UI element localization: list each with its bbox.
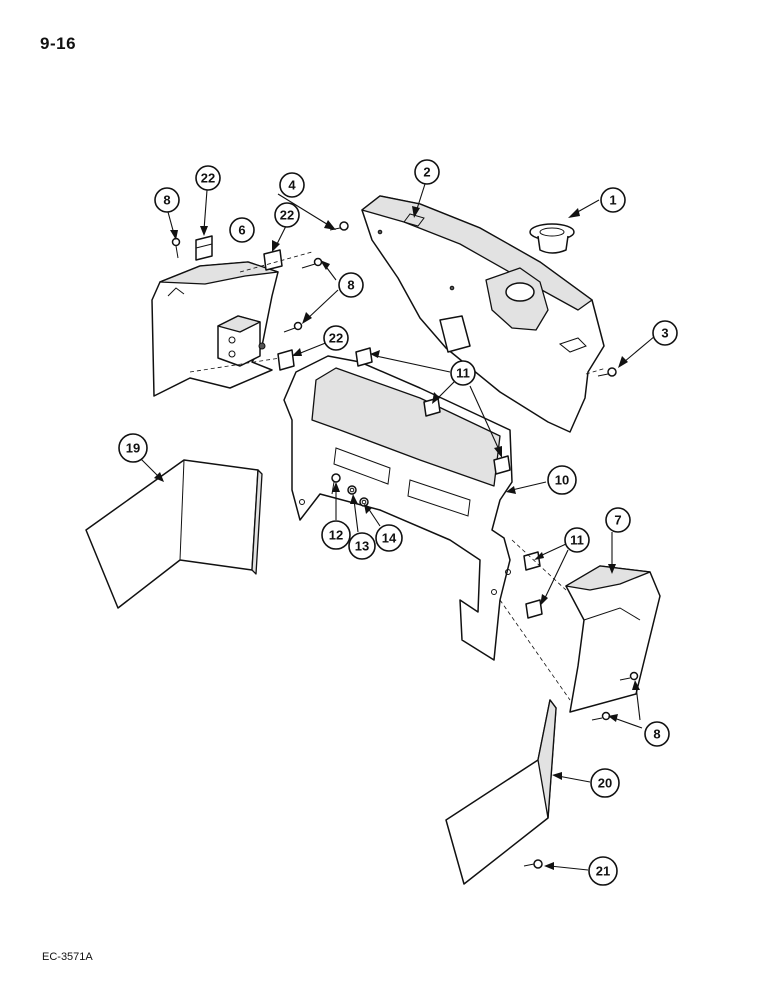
callout-label: 8 (163, 193, 170, 208)
part-dash-cover (361, 195, 605, 433)
page-number: 9-16 (40, 34, 77, 53)
part-panel-right-lower (445, 699, 557, 885)
callout-7: 7 (605, 507, 631, 533)
fasteners (171, 221, 639, 869)
callout-8-right: 8 (644, 721, 670, 747)
callout-6: 6 (229, 217, 255, 243)
part-grommet (529, 223, 575, 254)
callout-2: 2 (414, 159, 440, 185)
callout-14: 14 (375, 524, 403, 552)
callout-label: 14 (382, 531, 397, 546)
callout-20: 20 (590, 768, 620, 798)
callout-label: 8 (653, 727, 660, 742)
callout-22-upper-middle: 22 (274, 202, 300, 228)
callout-label: 22 (280, 208, 294, 223)
callout-label: 10 (555, 473, 569, 488)
callout-1: 1 (600, 187, 626, 213)
part-center-panel (283, 355, 513, 661)
callout-3: 3 (652, 320, 678, 346)
callout-13: 13 (348, 532, 376, 560)
part-shroud-right (565, 565, 661, 713)
callout-label: 12 (329, 528, 343, 543)
callout-8-middle: 8 (338, 272, 364, 298)
leader-lines (139, 183, 656, 871)
callout-label: 4 (288, 178, 296, 193)
callout-19: 19 (118, 433, 148, 463)
callout-label: 2 (423, 165, 430, 180)
callout-label: 1 (609, 193, 616, 208)
callout-label: 22 (201, 171, 215, 186)
alignment-lines (189, 251, 607, 701)
callout-11-upper: 11 (450, 360, 476, 386)
callout-22-left: 22 (195, 165, 221, 191)
callout-label: 19 (126, 441, 140, 456)
callout-label: 11 (570, 533, 584, 548)
callouts: 1 2 3 4 6 7 8 8 8 10 11 11 12 13 14 19 2… (118, 159, 678, 886)
callout-12: 12 (321, 520, 351, 550)
callout-label: 6 (238, 223, 245, 238)
callout-label: 7 (614, 513, 621, 528)
figure-code: EC-3571A (42, 951, 93, 963)
callout-8-left: 8 (154, 187, 180, 213)
part-panel-left (85, 459, 263, 609)
part-shroud-left (151, 261, 279, 397)
callout-11-lower: 11 (564, 527, 590, 553)
callout-label: 3 (661, 326, 668, 341)
callout-label: 22 (329, 331, 343, 346)
callout-4: 4 (279, 172, 305, 198)
callout-label: 21 (596, 864, 610, 879)
callout-label: 13 (355, 539, 369, 554)
callout-label: 8 (347, 278, 354, 293)
callout-label: 11 (456, 366, 470, 381)
callout-10: 10 (547, 465, 577, 495)
callout-22-lower-middle: 22 (323, 325, 349, 351)
callout-label: 20 (598, 776, 612, 791)
callout-21: 21 (588, 856, 618, 886)
